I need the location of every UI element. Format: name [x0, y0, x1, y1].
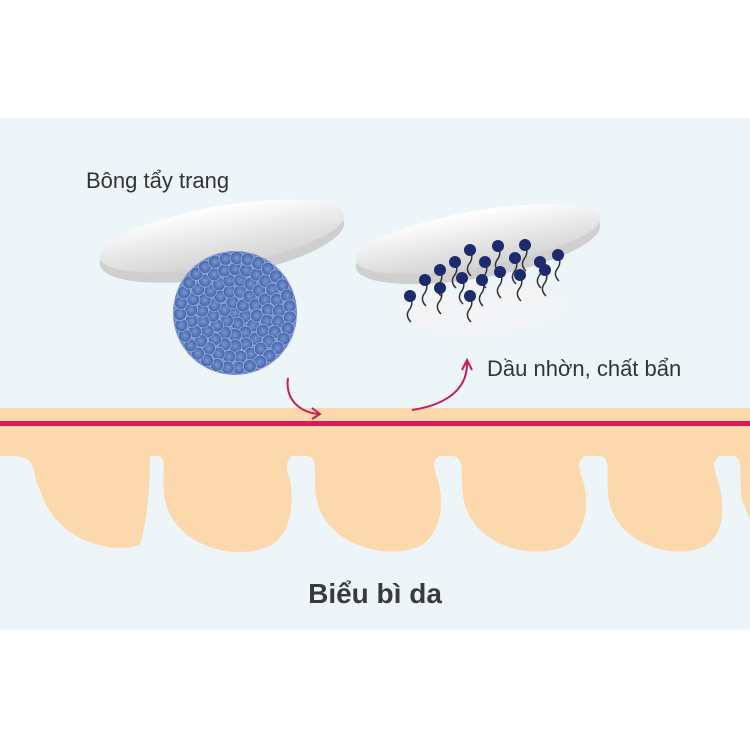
molecule-head [519, 239, 531, 251]
epidermis-cells [0, 426, 750, 552]
molecule-head [476, 274, 488, 286]
molecule-head [464, 244, 476, 256]
molecule-head [434, 264, 446, 276]
molecule-head [479, 256, 491, 268]
molecule-head [456, 272, 468, 284]
micelle-ball [173, 251, 297, 375]
molecule-head [514, 269, 526, 281]
molecule-head [404, 290, 416, 302]
molecule-head [434, 282, 446, 294]
molecule-head [494, 266, 506, 278]
molecule-head [552, 249, 564, 261]
molecule-head [419, 274, 431, 286]
molecule-head [449, 256, 461, 268]
epidermis-label: Biểu bì da [0, 578, 750, 610]
micelle-particle [243, 359, 256, 372]
oil-dirt-label: Dầu nhờn, chất bẩn [487, 356, 681, 382]
skin-surface [0, 408, 750, 422]
molecule-head [509, 252, 521, 264]
cotton-pad-label: Bông tẩy trang [86, 168, 229, 194]
molecule-head [464, 290, 476, 302]
molecule-head [539, 264, 551, 276]
molecule-head [492, 240, 504, 252]
